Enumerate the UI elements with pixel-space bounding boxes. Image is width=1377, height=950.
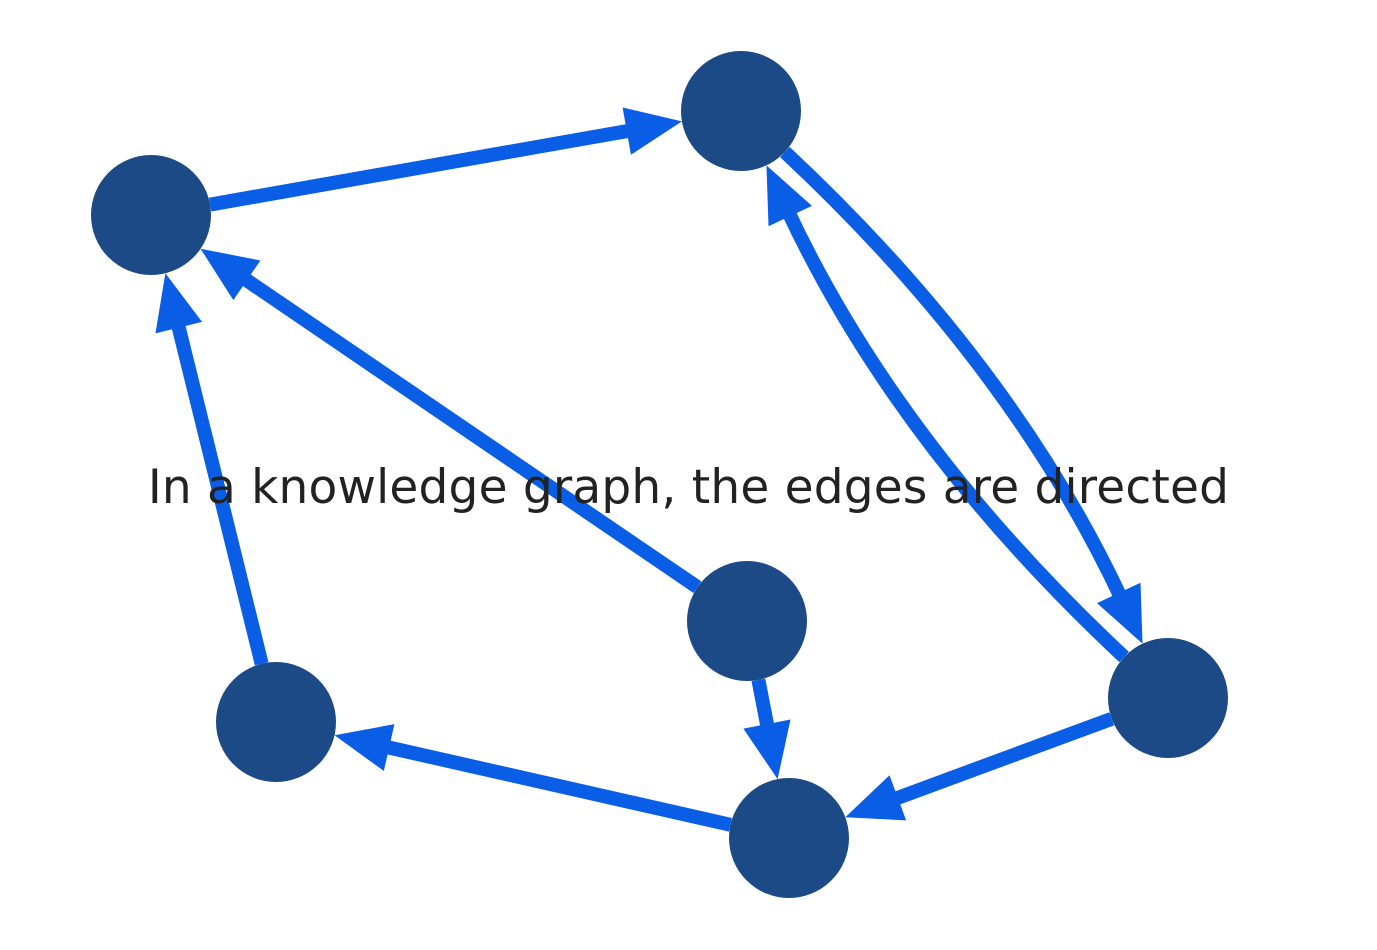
edge-n2-n6 [780,146,1143,644]
edge-n3-n1 [200,248,702,594]
graph-node-n5 [729,778,849,898]
edge-line [751,678,775,732]
graph-node-n1 [91,155,211,275]
edge-line [381,739,733,832]
arrowhead [200,248,261,301]
arrowhead [845,775,907,821]
edge-n1-n2 [208,107,682,212]
edge-n6-n2 [766,165,1129,663]
edge-n5-n4 [334,724,733,832]
edge-line [208,123,634,212]
arrowhead [1097,582,1143,644]
edge-n4-n1 [155,273,269,666]
arrowhead [155,273,203,334]
edge-line [889,712,1115,807]
arrowhead [334,724,395,771]
edge-line [781,207,1129,663]
edge-line [237,271,702,594]
graph-node-n6 [1108,638,1228,758]
graph-node-n4 [216,662,336,782]
caption-text: In a knowledge graph, the edges are dire… [147,459,1230,515]
nodes-layer [91,51,1228,898]
graph-node-n2 [681,51,801,171]
arrowhead [743,719,791,780]
edge-n6-n5 [845,712,1115,821]
edges-layer [155,107,1143,832]
caption-band: In a knowledge graph, the edges are dire… [0,451,1377,523]
arrowhead [766,165,812,227]
arrowhead [622,107,682,155]
edge-line [170,320,269,666]
edge-line [780,146,1128,602]
edge-n3-n5 [743,678,791,780]
graph-node-n3 [687,561,807,681]
